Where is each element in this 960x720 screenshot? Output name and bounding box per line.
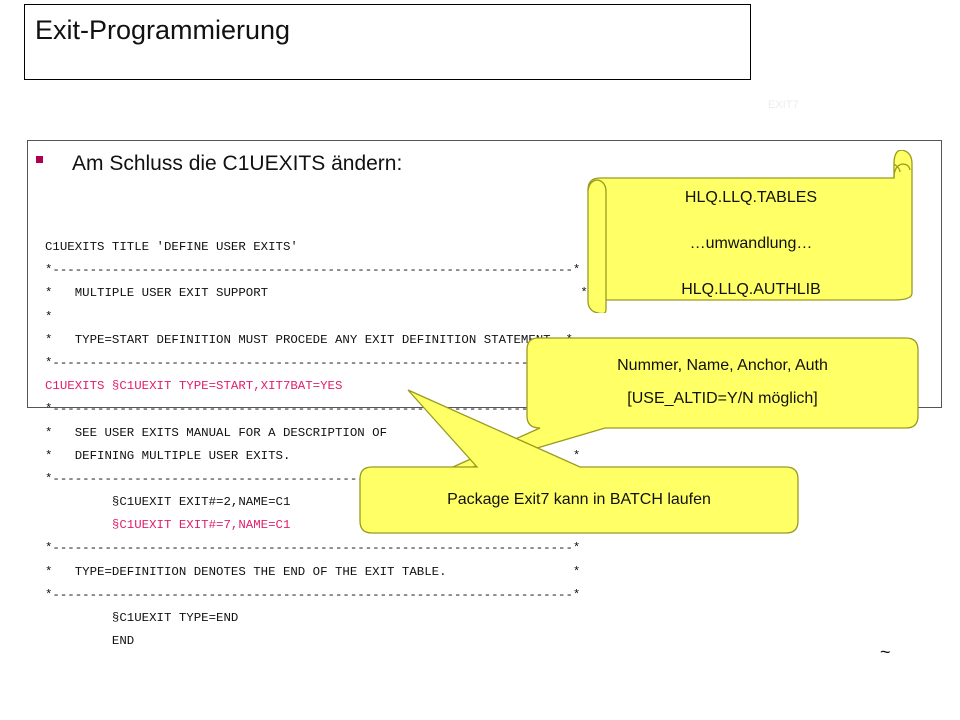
scroll-note-line-1: HLQ.LLQ.TABLES [684,189,818,206]
code-line: *---------------------------------------… [45,263,581,278]
code-line: * SEE USER EXITS MANUAL FOR A DESCRIPTIO… [45,425,581,440]
title-box: Exit-Programmierung [24,4,751,80]
slide-title: Exit-Programmierung [35,15,291,45]
callout-fields-line-2: [USE_ALTID=Y/N möglich] [627,390,818,407]
code-line: * TYPE=START DEFINITION MUST PROCEDE ANY… [45,332,573,347]
code-listing: C1UEXITS TITLE 'DEFINE USER EXITS' *-----… [45,236,588,653]
scroll-note [576,150,914,313]
code-line: *---------------------------------------… [45,587,581,602]
code-line: §C1UEXIT TYPE=END [45,611,239,625]
code-line: * DEFINING MULTIPLE USER EXITS. * [45,448,581,463]
code-line: *---------------------------------------… [45,471,581,486]
scroll-shape [587,150,913,313]
bullet-icon [36,156,43,163]
code-line: §C1UEXIT EXIT#=2,NAME=C1 [45,495,291,510]
code-line: C1UEXITS TITLE 'DEFINE USER EXITS' [45,240,298,254]
code-line: END [45,634,135,649]
bullet-text: Am Schluss die C1UEXITS ändern: [72,152,403,175]
tilde-mark: ~ [880,642,891,662]
scroll-note-line-2: …umwandlung… [689,235,813,252]
faint-label: EXIT7 [768,99,799,111]
code-line: *---------------------------------------… [45,402,581,417]
code-line: *---------------------------------------… [45,355,581,370]
code-line: * [45,309,53,324]
code-line: C1UEXITS §C1UEXIT TYPE=START,XIT7BAT=YES [45,379,343,394]
callout-fields-line-1: Nummer, Name, Anchor, Auth [617,357,828,374]
code-line: §C1UEXIT EXIT#=7,NAME=C1 [45,518,291,533]
code-line: * MULTIPLE USER EXIT SUPPORT * [45,286,588,301]
code-line: * TYPE=DEFINITION DENOTES THE END OF THE… [45,564,581,579]
scroll-note-line-3: HLQ.LLQ.AUTHLIB [681,281,821,298]
callout-batch-text: Package Exit7 kann in BATCH laufen [447,491,711,508]
code-line: *---------------------------------------… [45,541,581,556]
